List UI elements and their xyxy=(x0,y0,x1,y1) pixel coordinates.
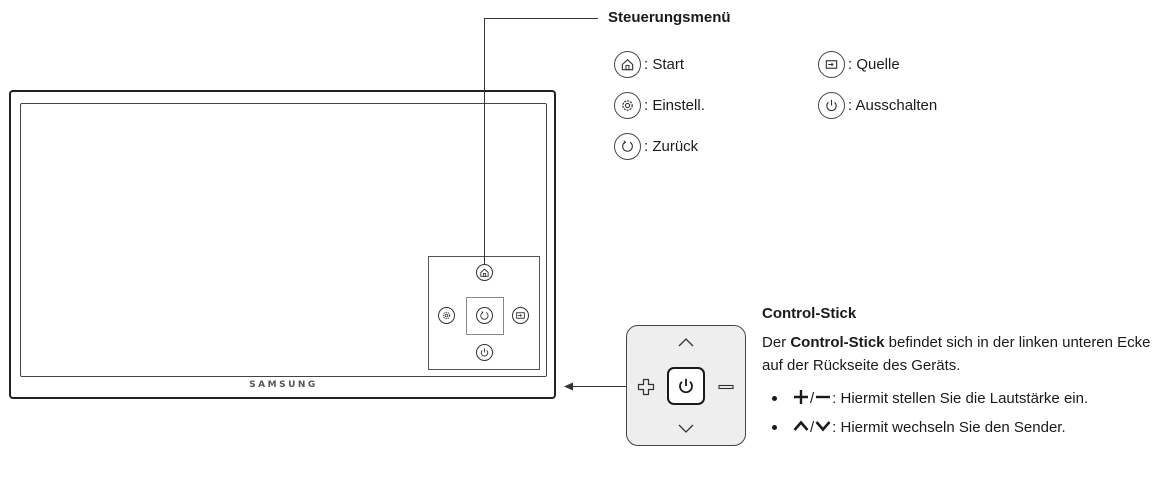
volume-plus-icon[interactable] xyxy=(636,377,656,397)
tv-brand-logo: SAMSUNG xyxy=(249,380,318,390)
plus-icon xyxy=(792,388,810,406)
description-prefix: Der xyxy=(762,334,791,351)
bullet-dot xyxy=(772,425,777,430)
minus-icon xyxy=(814,388,832,406)
chevron-down-icon xyxy=(814,417,832,435)
power-icon xyxy=(480,348,489,357)
legend-label-start: : Start xyxy=(644,55,685,73)
bullet-separator: / xyxy=(810,390,815,407)
control-stick-bullets: / : Hiermit stellen Sie die Lautstärke e… xyxy=(772,387,1157,445)
description-suffix: befindet sich in der linken unteren Ecke… xyxy=(762,334,1151,374)
osd-home-button[interactable] xyxy=(476,264,493,281)
chevron-up-icon xyxy=(792,417,810,435)
control-stick-description: Der Control-Stick befindet sich in der l… xyxy=(762,331,1157,377)
osd-power-button[interactable] xyxy=(476,344,493,361)
source-icon xyxy=(516,312,525,319)
bullet-volume: / : Hiermit stellen Sie die Lautstärke e… xyxy=(772,387,1157,410)
gear-icon xyxy=(442,311,451,320)
legend-item-power: : Ausschalten xyxy=(818,91,937,119)
menu-title: Steuerungsmenü xyxy=(608,9,731,26)
stick-arrowhead xyxy=(564,382,573,391)
stick-arrow-line xyxy=(572,386,626,387)
legend-label-return: : Zurück xyxy=(644,137,699,155)
osd-source-button[interactable] xyxy=(512,307,529,324)
volume-minus-icon[interactable] xyxy=(716,377,736,397)
legend-item-start: : Start xyxy=(614,50,684,78)
legend-label-power: : Ausschalten xyxy=(848,96,938,114)
gear-icon xyxy=(622,99,633,111)
osd-return-button[interactable] xyxy=(476,307,493,324)
legend-item-return: : Zurück xyxy=(614,132,698,160)
return-icon xyxy=(622,139,633,152)
legend-label-source: : Quelle xyxy=(848,55,900,73)
home-icon xyxy=(480,268,489,277)
return-icon xyxy=(480,311,489,320)
legend-label-settings: : Einstell. xyxy=(644,96,705,114)
source-icon xyxy=(825,59,838,69)
menu-connector-vertical xyxy=(484,18,485,264)
control-menu-center-box xyxy=(466,297,504,335)
tv-screen xyxy=(20,103,547,377)
menu-connector-horizontal xyxy=(484,18,598,19)
legend-item-source: : Quelle xyxy=(818,50,900,78)
control-stick-power-button[interactable] xyxy=(667,367,705,405)
chevron-down-icon[interactable] xyxy=(676,423,696,435)
bullet-channel: / : Hiermit wechseln Sie den Sender. xyxy=(772,416,1157,439)
legend-item-settings: : Einstell. xyxy=(614,91,705,119)
bullet-dot xyxy=(772,396,777,401)
power-icon xyxy=(826,99,837,111)
bullet-channel-text: : Hiermit wechseln Sie den Sender. xyxy=(832,419,1066,436)
bullet-separator: / xyxy=(810,419,815,436)
description-bold-term: Control-Stick xyxy=(790,334,885,351)
chevron-up-icon[interactable] xyxy=(676,336,696,348)
power-icon xyxy=(679,378,693,394)
bullet-volume-text: : Hiermit stellen Sie die Lautstärke ein… xyxy=(832,390,1089,407)
home-icon xyxy=(621,58,634,70)
control-stick-title: Control-Stick xyxy=(762,305,857,322)
osd-settings-button[interactable] xyxy=(438,307,455,324)
